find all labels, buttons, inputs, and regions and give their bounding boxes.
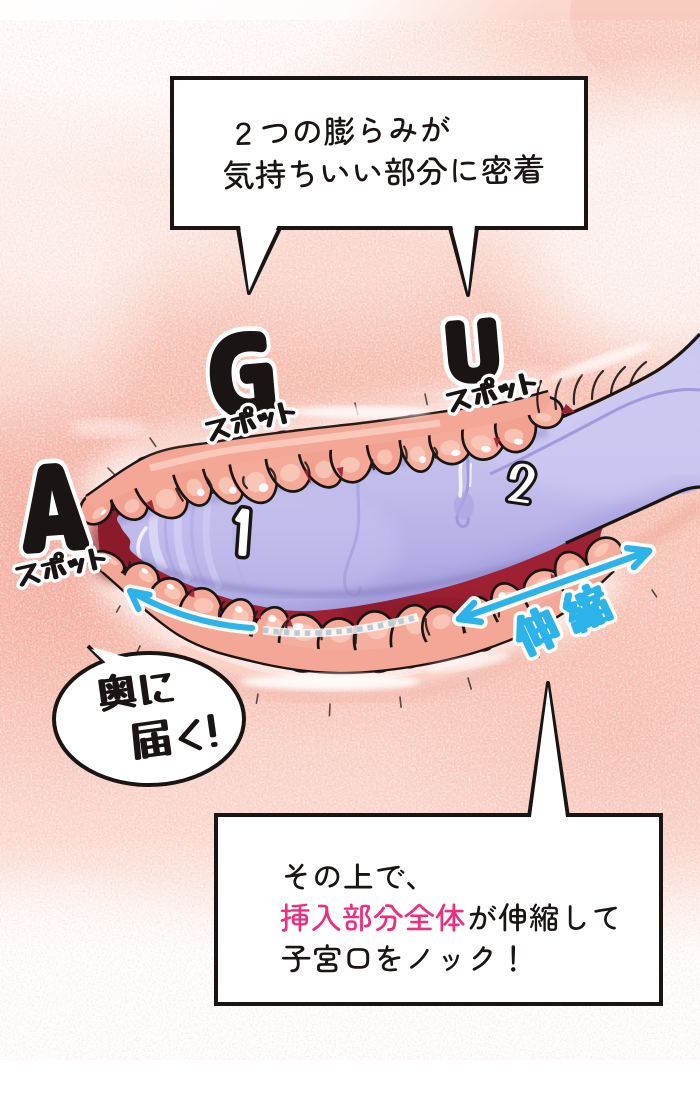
bottom-speech-bubble <box>214 681 663 1006</box>
skin-gloss <box>70 343 653 690</box>
bottom-bubble-text <box>280 863 617 973</box>
bottom-bubble-line2-rest <box>469 903 617 932</box>
label-u-spot-sub <box>442 369 540 416</box>
reach-bubble-line2 <box>131 713 218 760</box>
bottom-bubble-line3 <box>282 944 516 973</box>
label-g-spot-sub <box>201 398 299 445</box>
reach-dotted-trail <box>262 612 420 638</box>
bottom-bubble-line2-highlight <box>280 903 465 932</box>
bottom-bubble-line1 <box>284 863 415 890</box>
label-a-spot-sub <box>11 545 110 590</box>
top-bubble-line2 <box>223 153 544 190</box>
device-marker-2 <box>504 460 538 507</box>
reach-bubble-line1 <box>98 672 175 712</box>
label-u-spot <box>440 312 540 416</box>
label-a-spot-letter <box>18 458 94 559</box>
reach-bubble-text <box>98 672 218 760</box>
reach-arrow <box>123 584 259 635</box>
label-g-spot-letter <box>205 326 280 424</box>
label-a-spot <box>11 458 110 590</box>
device-marker-1 <box>231 504 253 560</box>
skin-creases <box>536 360 648 414</box>
stretch-label <box>512 580 618 661</box>
top-bubble-line1 <box>236 116 450 146</box>
stretch-arrow <box>452 541 656 629</box>
top-speech-bubble <box>170 76 588 297</box>
fold-notch <box>561 404 575 414</box>
top-bubble-text <box>223 116 544 190</box>
label-u-spot-letter <box>440 312 504 389</box>
label-g-spot <box>201 326 299 445</box>
